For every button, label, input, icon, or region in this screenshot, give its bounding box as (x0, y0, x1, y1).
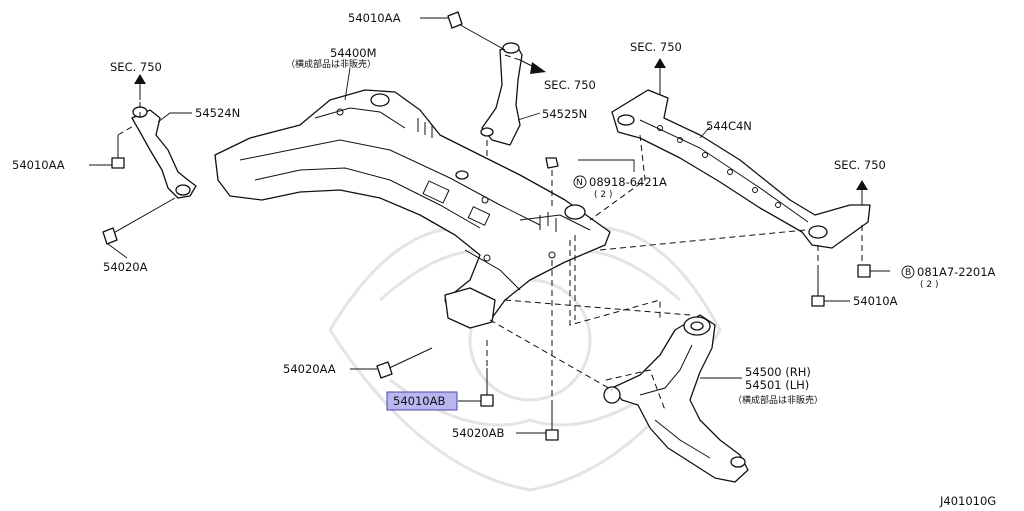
label-54010AA-top[interactable]: 54010AA (348, 11, 401, 25)
bolt-54010AA-left[interactable] (111, 135, 125, 169)
label-08918-6421A[interactable]: 08918-6421A (589, 175, 667, 189)
label-54525N[interactable]: 54525N (542, 107, 587, 121)
bolt-54020A[interactable] (102, 197, 176, 245)
leader-lines (89, 17, 890, 434)
bolt-54020AA[interactable] (376, 347, 433, 379)
bolt-54010AB[interactable] (480, 368, 494, 407)
stay-544C4N[interactable] (611, 89, 871, 249)
label-54501-lh[interactable]: 54501 (LH) (745, 378, 809, 392)
label-54400M-note: （横成部品は非販売） (286, 58, 376, 70)
label-081A7-qty: ( 2 ) (920, 280, 938, 290)
label-54010AA-left[interactable]: 54010AA (12, 158, 65, 172)
label-544C4N[interactable]: 544C4N (706, 119, 752, 133)
label-08918-qty: ( 2 ) (594, 190, 612, 200)
label-54020AA[interactable]: 54020AA (283, 362, 336, 376)
label-54400M[interactable]: 54400M (330, 46, 377, 60)
diagram-code: J401010G (939, 494, 996, 508)
n-prefix-circle (573, 175, 587, 189)
bracket-54525N[interactable] (480, 42, 523, 146)
bolt-54020AB[interactable] (545, 400, 559, 441)
label-sec750-left[interactable]: SEC. 750 (110, 60, 162, 74)
arrow-sec750-mid-right (856, 180, 868, 205)
label-54524N[interactable]: 54524N (195, 106, 240, 120)
label-54500-note: （横成部品は非販売） (733, 394, 823, 406)
label-54020AB[interactable]: 54020AB (452, 426, 504, 440)
bolt-54010A[interactable] (811, 265, 825, 307)
bolt-54010AA-top[interactable] (447, 11, 506, 51)
nut-08918-6421A[interactable] (545, 157, 559, 169)
arrow-sec750-center (519, 59, 546, 74)
label-08918-prefix: N (576, 178, 583, 188)
crossmember-54400M[interactable] (214, 89, 611, 329)
arrow-sec750-left (134, 74, 146, 100)
label-081A7-2201A[interactable]: 081A7-2201A (917, 265, 996, 279)
label-54010A[interactable]: 54010A (853, 294, 898, 308)
label-54500-rh[interactable]: 54500 (RH) (745, 365, 811, 379)
b-prefix-circle (901, 265, 915, 279)
bolt-081A7-2201A[interactable] (857, 264, 871, 278)
link-54524N[interactable] (131, 106, 197, 199)
arrow-sec750-top-right (654, 58, 666, 95)
label-sec750-mid-right[interactable]: SEC. 750 (834, 158, 886, 172)
label-sec750-center[interactable]: SEC. 750 (544, 78, 596, 92)
label-54020A[interactable]: 54020A (103, 260, 148, 274)
assembly-lines (117, 54, 863, 411)
label-081A7-prefix: B (905, 268, 911, 278)
lower-arm-54500-54501[interactable] (603, 314, 749, 483)
label-sec750-top-right[interactable]: SEC. 750 (630, 40, 682, 54)
highlight-54010AB (386, 391, 458, 411)
label-54010AB[interactable]: 54010AB (393, 394, 445, 408)
